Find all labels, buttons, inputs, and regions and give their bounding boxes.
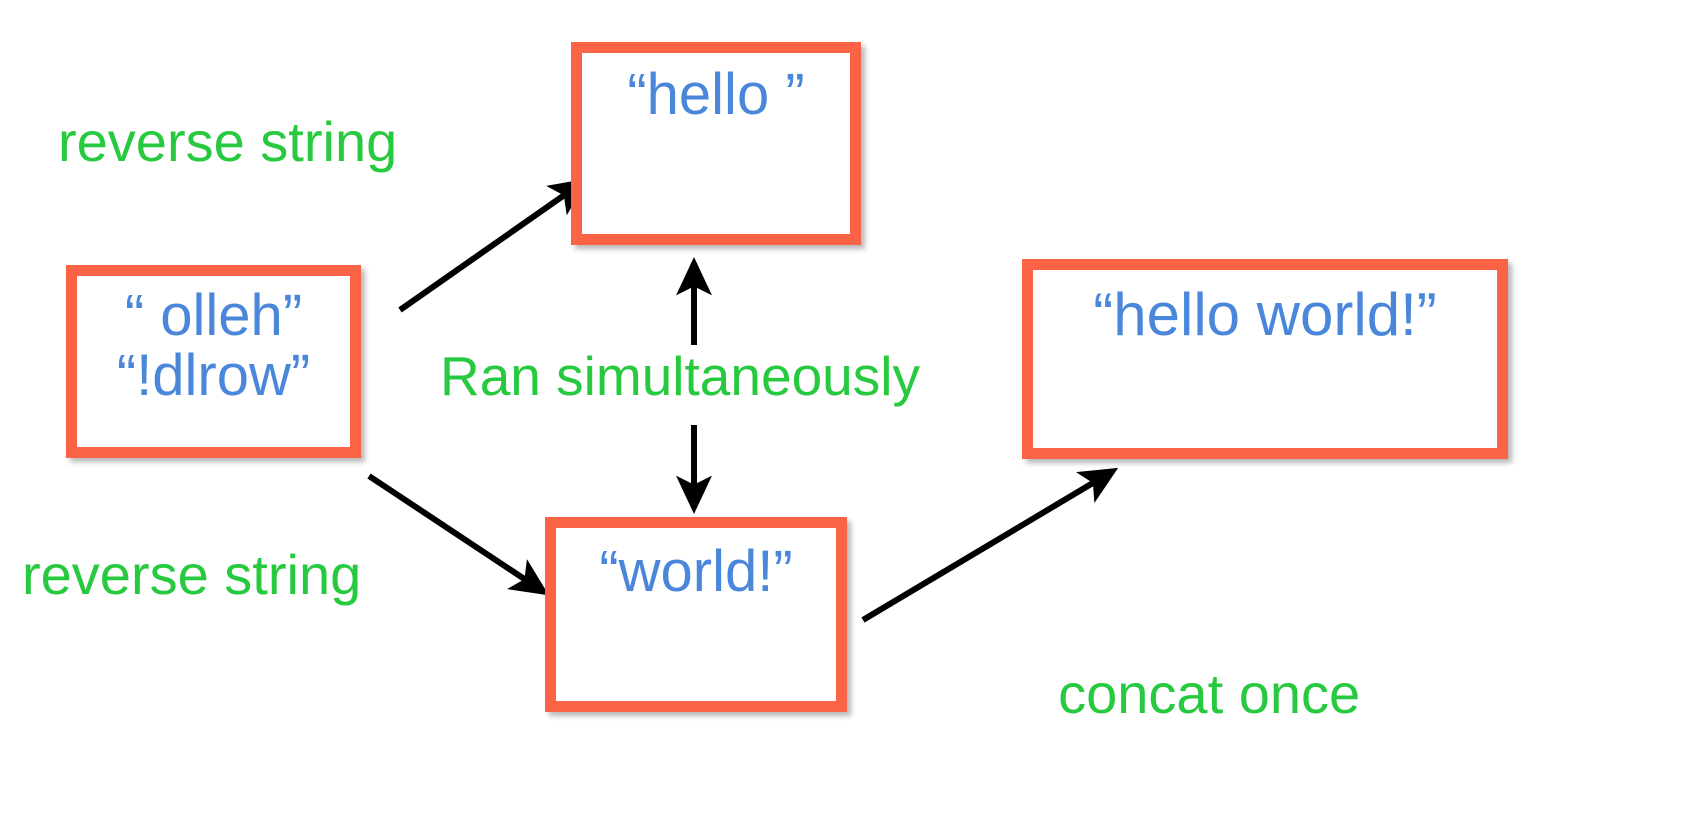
hello-box-content: “hello ” [582, 65, 850, 125]
hello-string-value: “hello ” [627, 62, 805, 127]
arrow-source-to-hello [398, 178, 588, 313]
hello-box[interactable]: “hello ” [571, 42, 861, 245]
world-box-content: “world!” [556, 542, 836, 602]
world-box[interactable]: “world!” [545, 517, 847, 712]
result-box[interactable]: “hello world!” [1022, 259, 1508, 459]
source-strings-box[interactable]: “ olleh” “!dlrow” [66, 265, 361, 458]
reverse-string-top-label: reverse string [58, 110, 398, 173]
concat-label-line1: concat once [1058, 661, 1361, 725]
reverse-string-bottom-label: reverse string [22, 543, 362, 606]
concat-label: concat once both are complete [985, 544, 1433, 822]
arrow-source-to-world [367, 473, 550, 596]
world-string-value: “world!” [599, 539, 793, 604]
result-string-value: “hello world!” [1093, 281, 1437, 348]
source-string-value-1: “ olleh” [124, 283, 303, 348]
source-box-content: “ olleh” “!dlrow” [77, 286, 350, 405]
result-box-content: “hello world!” [1029, 284, 1501, 346]
source-string-value-2: “!dlrow” [116, 342, 311, 408]
ran-simultaneously-label: Ran simultaneously [440, 345, 920, 407]
